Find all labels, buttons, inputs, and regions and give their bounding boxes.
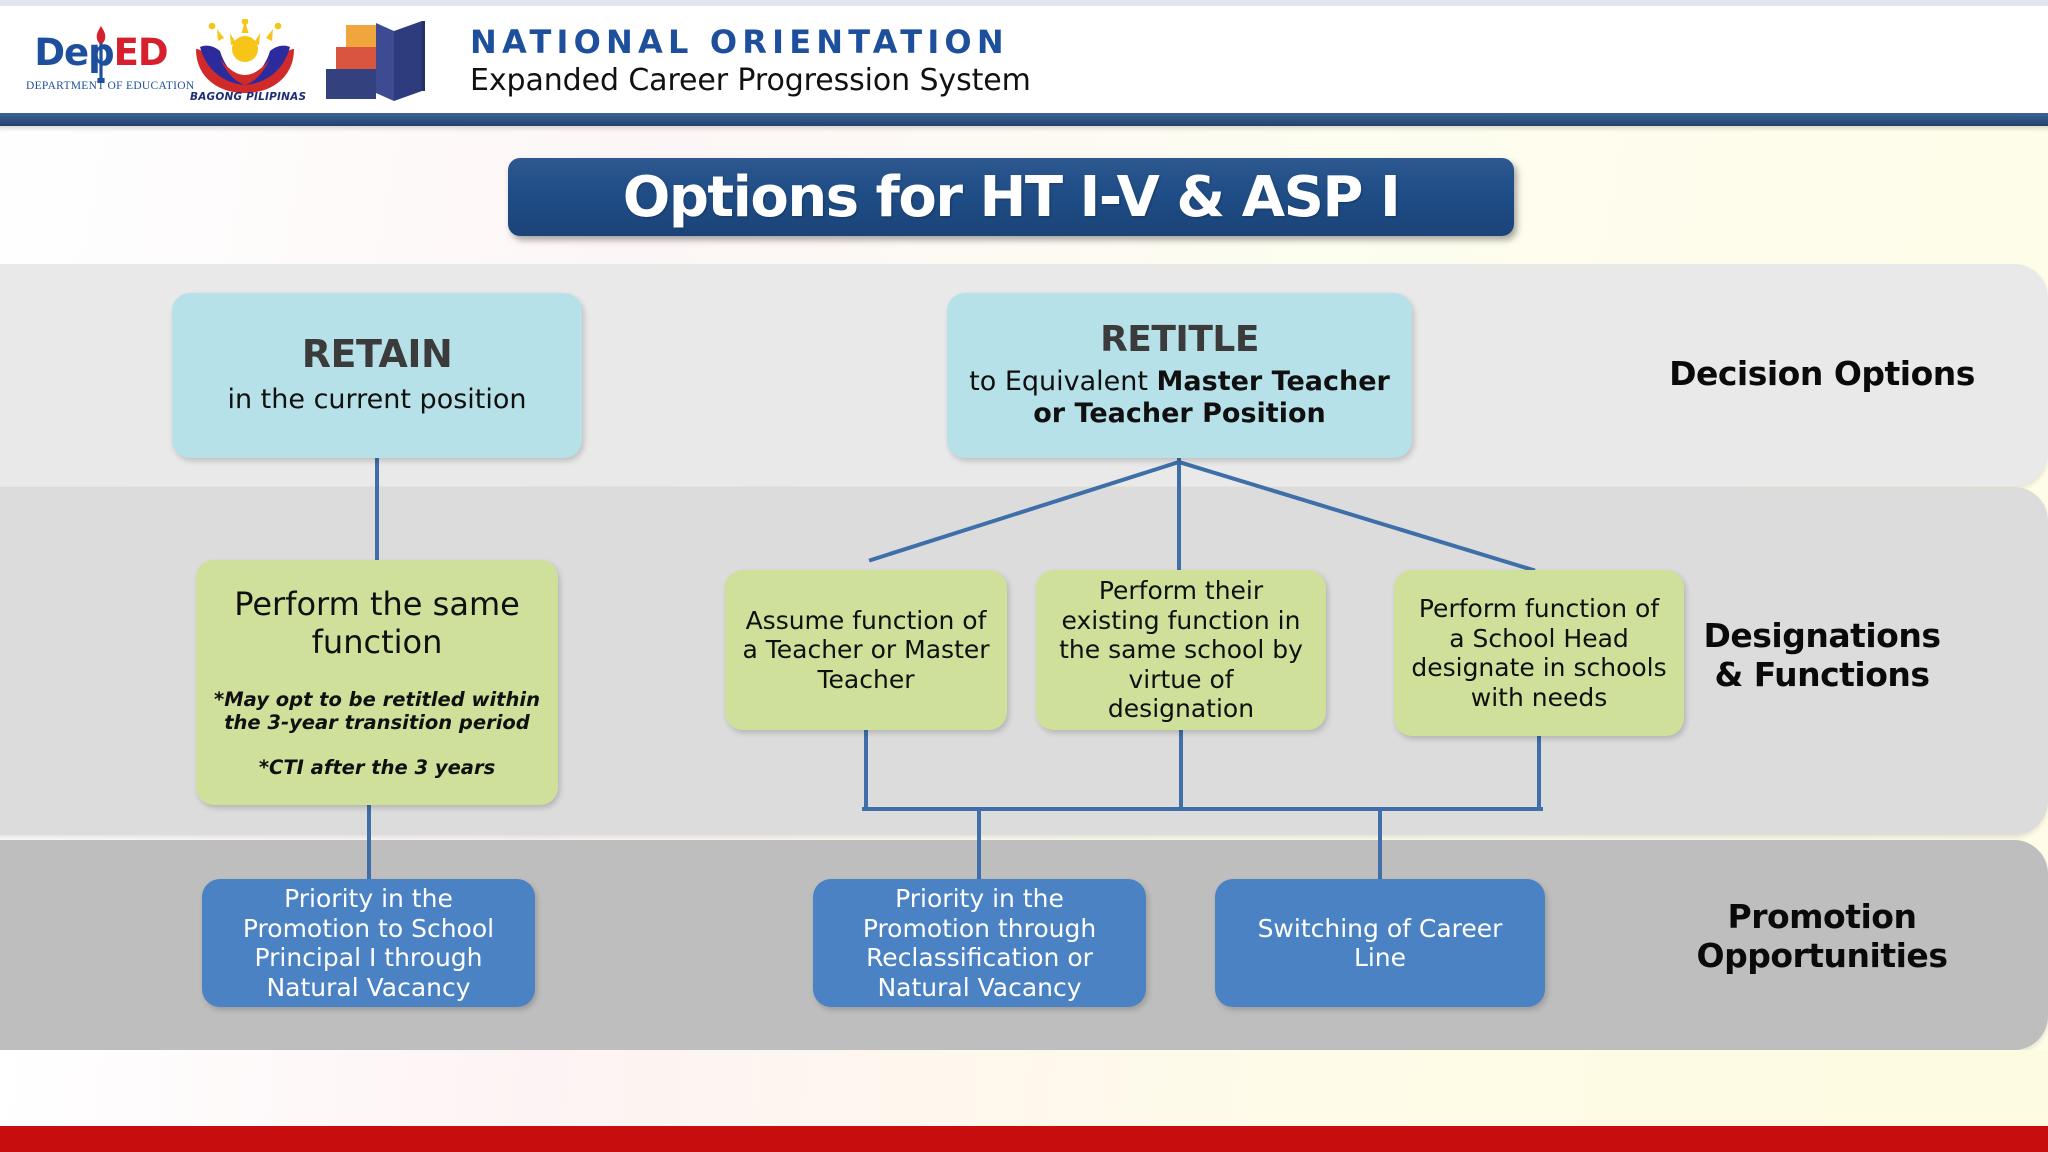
header-title: NATIONAL ORIENTATION xyxy=(470,22,1009,61)
node-retitle-body: to Equivalent Master Teacher or Teacher … xyxy=(963,366,1396,430)
node-perform-same-function-note2: *CTI after the 3 years xyxy=(258,756,496,780)
node-retain-title: RETAIN xyxy=(301,332,453,377)
node-assume-teacher-function-body: Assume function of a Teacher or Master T… xyxy=(742,605,990,694)
node-perform-existing-function-body: Perform their existing function in the s… xyxy=(1059,576,1303,724)
bagong-pilipinas-sun-icon xyxy=(196,18,294,93)
node-perform-same-function-body: Perform the same function xyxy=(234,585,520,661)
deped-subtitle: DEPARTMENT OF EDUCATION xyxy=(26,80,195,92)
footer-gradient xyxy=(0,1050,2048,1126)
node-school-head-designate[interactable]: Perform function of a School Head design… xyxy=(1394,570,1684,736)
node-priority-school-principal[interactable]: Priority in the Promotion to School Prin… xyxy=(202,879,535,1007)
slide-title-banner: Options for HT I-V & ASP I xyxy=(508,158,1514,236)
header-subtitle: Expanded Career Progression System xyxy=(470,62,1031,98)
node-switching-career-line-body: Switching of Career Line xyxy=(1257,913,1503,973)
node-retitle-body-plain: to Equivalent xyxy=(969,366,1157,398)
node-retain[interactable]: RETAIN in the current position xyxy=(172,293,582,458)
band-label-decision-options: Decision Options xyxy=(1669,354,1975,393)
bagong-pilipinas-subtitle: BAGONG PILIPINAS xyxy=(190,91,307,103)
band-label-promotion-opportunities: Promotion Opportunities xyxy=(1696,897,1948,975)
node-retitle-title: RETITLE xyxy=(1100,319,1259,361)
header-content: DepED DEPARTMENT OF EDUCATION xyxy=(0,10,2048,114)
node-retain-body: in the current position xyxy=(227,384,527,416)
node-assume-teacher-function[interactable]: Assume function of a Teacher or Master T… xyxy=(725,570,1007,730)
footer-red-bar xyxy=(0,1126,2048,1152)
node-perform-same-function-note1: *May opt to be retitled within the 3-yea… xyxy=(214,687,540,734)
node-school-head-designate-body: Perform function of a School Head design… xyxy=(1411,594,1667,712)
torch-icon xyxy=(96,26,106,83)
page-title: Options for HT I-V & ASP I xyxy=(622,164,1401,230)
open-book-icon xyxy=(326,21,425,101)
slide-header: DepED DEPARTMENT OF EDUCATION xyxy=(0,0,2048,113)
band-label-designations-functions: Designations & Functions xyxy=(1703,616,1941,694)
deped-wordmark-ed: ED xyxy=(113,31,169,74)
node-retitle-body-bold: Master Teacher or Teacher Position xyxy=(1033,366,1390,429)
deped-logo: DepED DEPARTMENT OF EDUCATION xyxy=(26,20,195,104)
node-priority-school-principal-body: Priority in the Promotion to School Prin… xyxy=(242,884,495,1002)
node-perform-same-function[interactable]: Perform the same function *May opt to be… xyxy=(196,560,558,805)
ecps-book-logo xyxy=(322,19,440,105)
header-divider-bar xyxy=(0,113,2048,126)
node-priority-reclassification[interactable]: Priority in the Promotion through Reclas… xyxy=(813,879,1146,1007)
node-retitle[interactable]: RETITLE to Equivalent Master Teacher or … xyxy=(947,293,1412,458)
header-title-block: NATIONAL ORIENTATION Expanded Career Pro… xyxy=(470,22,1031,98)
node-switching-career-line[interactable]: Switching of Career Line xyxy=(1215,879,1545,1007)
node-priority-reclassification-body: Priority in the Promotion through Reclas… xyxy=(862,884,1097,1002)
header-divider-shadow xyxy=(0,126,2048,132)
node-perform-existing-function[interactable]: Perform their existing function in the s… xyxy=(1036,570,1326,730)
bagong-pilipinas-logo: BAGONG PILIPINAS xyxy=(190,18,307,105)
